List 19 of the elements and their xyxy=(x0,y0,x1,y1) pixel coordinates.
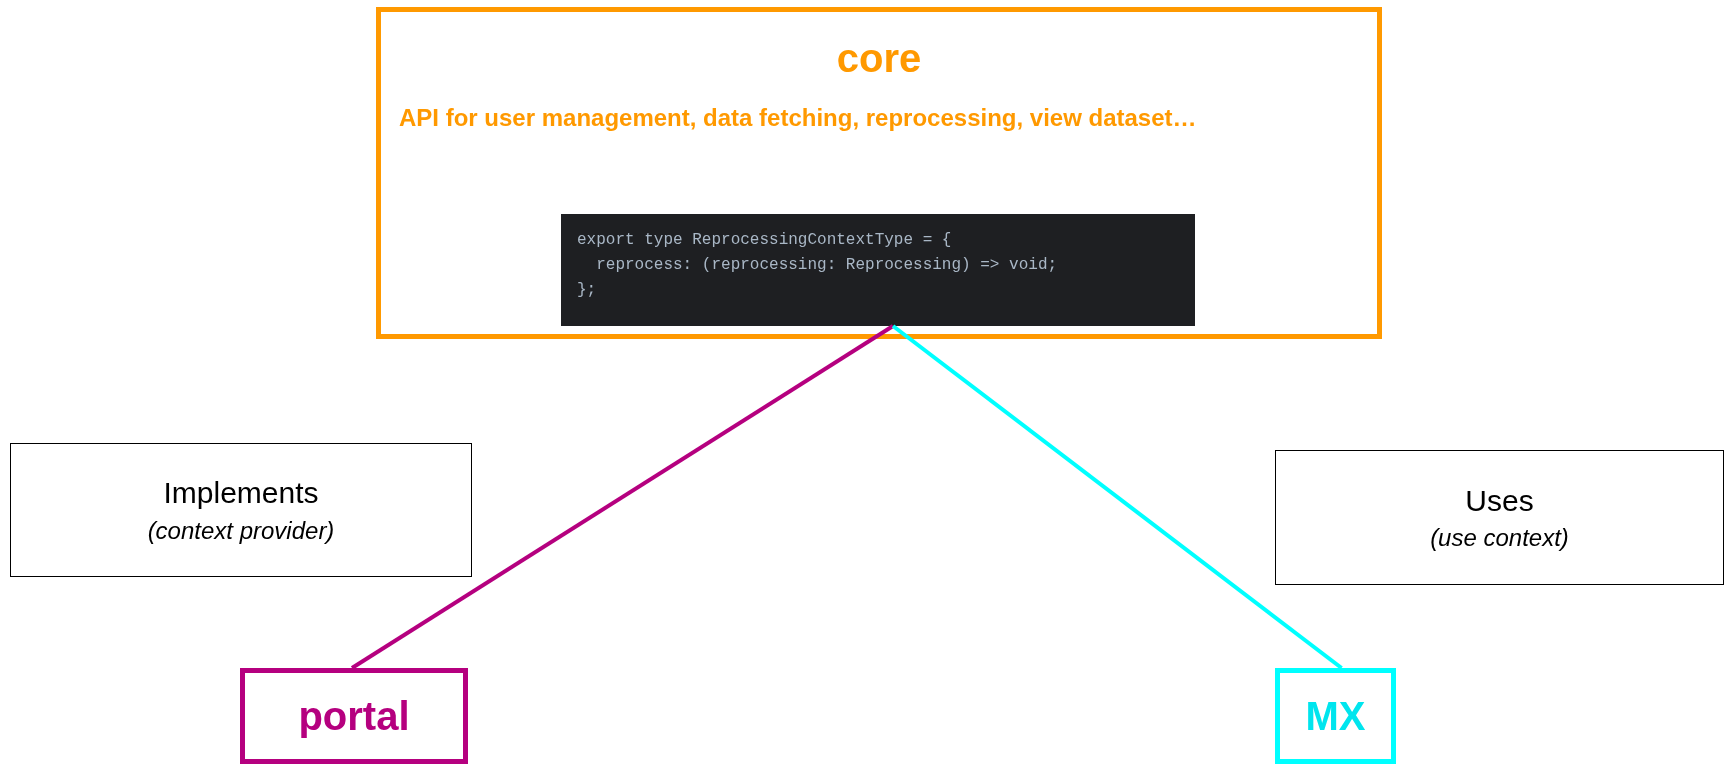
note-box xyxy=(1275,450,1724,585)
code-line: export type ReprocessingContextType = { xyxy=(577,230,952,251)
note-box xyxy=(10,443,472,577)
module-title: core xyxy=(835,38,923,78)
note-text: (context provider) xyxy=(147,515,335,546)
code-line: }; xyxy=(577,280,597,301)
module-box xyxy=(376,7,1382,339)
connector-line xyxy=(350,324,895,670)
module-description: API for user management, data fetching, reprocessing, view dataset… xyxy=(399,103,1198,133)
module-box xyxy=(1275,668,1396,764)
module-name: portal xyxy=(298,693,410,740)
note-heading: Uses xyxy=(1465,482,1534,519)
connector-line xyxy=(891,324,1343,670)
module-box xyxy=(240,668,468,764)
code-line: reprocess: (reprocessing: Reprocessing) => void; xyxy=(595,255,1058,276)
note-text: (use context) xyxy=(1430,523,1569,554)
module-name: MX xyxy=(1305,693,1366,740)
note-heading: Implements xyxy=(163,475,319,512)
code-snippet xyxy=(561,214,1195,326)
